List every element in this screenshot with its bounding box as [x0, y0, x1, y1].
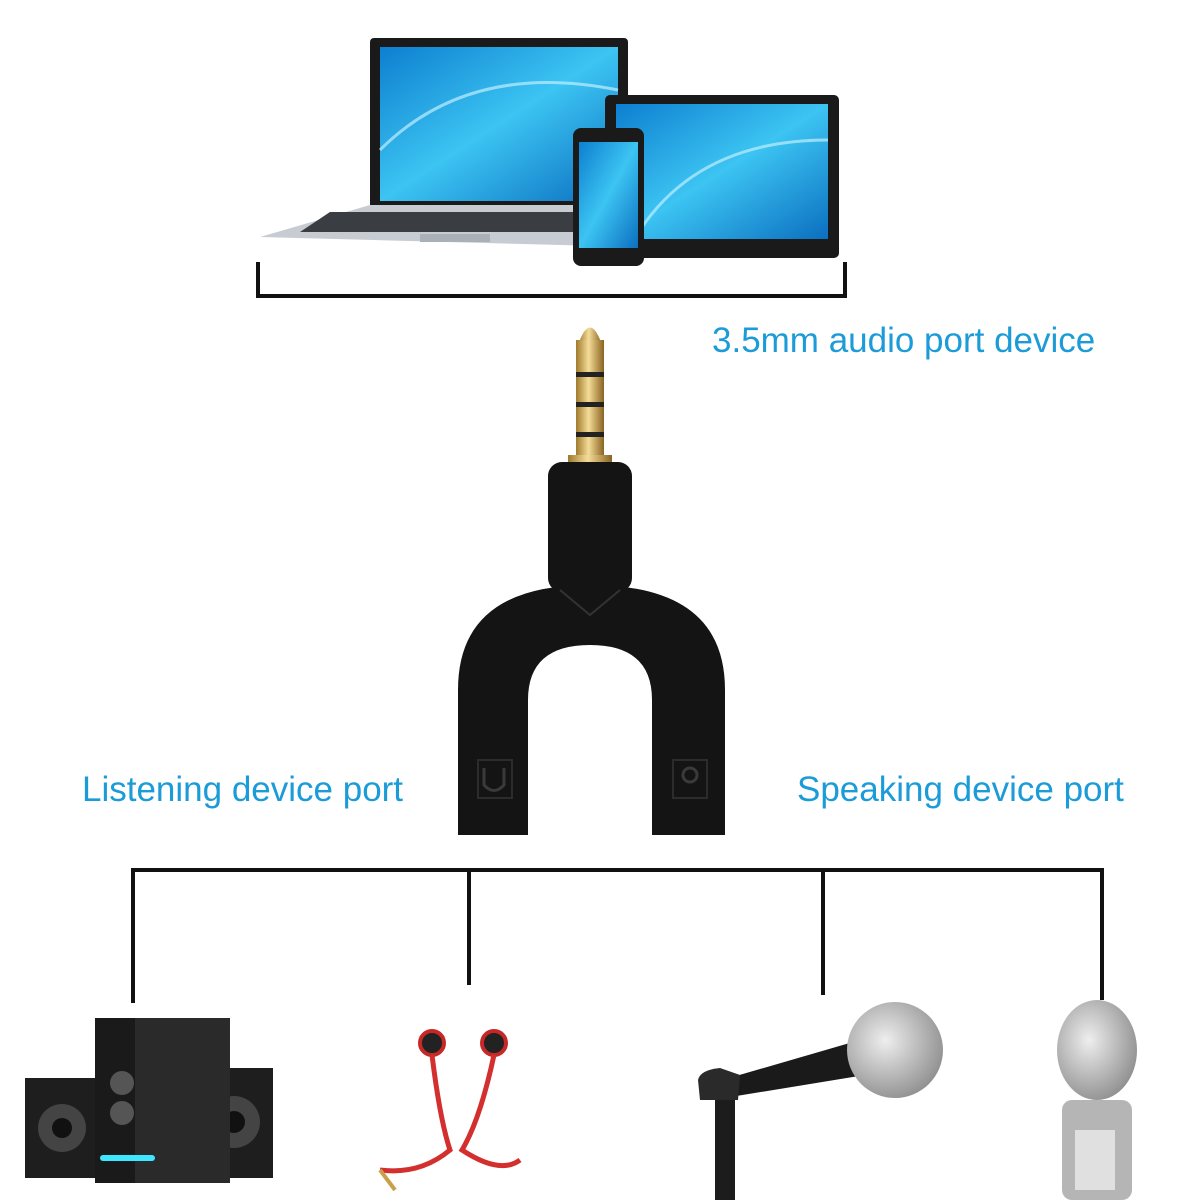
audio-plug-icon: [568, 327, 612, 467]
headphone-port-icon: [477, 759, 513, 799]
phone-icon: [573, 128, 644, 266]
listening-port-label: Listening device port: [82, 770, 403, 809]
source-bracket: [256, 262, 847, 298]
speaking-port-label: Speaking device port: [797, 770, 1124, 809]
device-tree-lines: [131, 868, 1104, 1003]
earphones-icon: [378, 1029, 522, 1192]
y-splitter-adapter: [458, 462, 725, 835]
handheld-microphone-icon: [698, 1002, 943, 1200]
studio-microphone-icon: [1057, 1000, 1137, 1200]
microphone-port-icon: [672, 759, 708, 799]
tablet-icon: [605, 95, 839, 258]
laptop-icon: [260, 38, 628, 246]
source-device-label: 3.5mm audio port device: [712, 321, 1095, 360]
speaker-system-icon: [25, 1018, 273, 1183]
